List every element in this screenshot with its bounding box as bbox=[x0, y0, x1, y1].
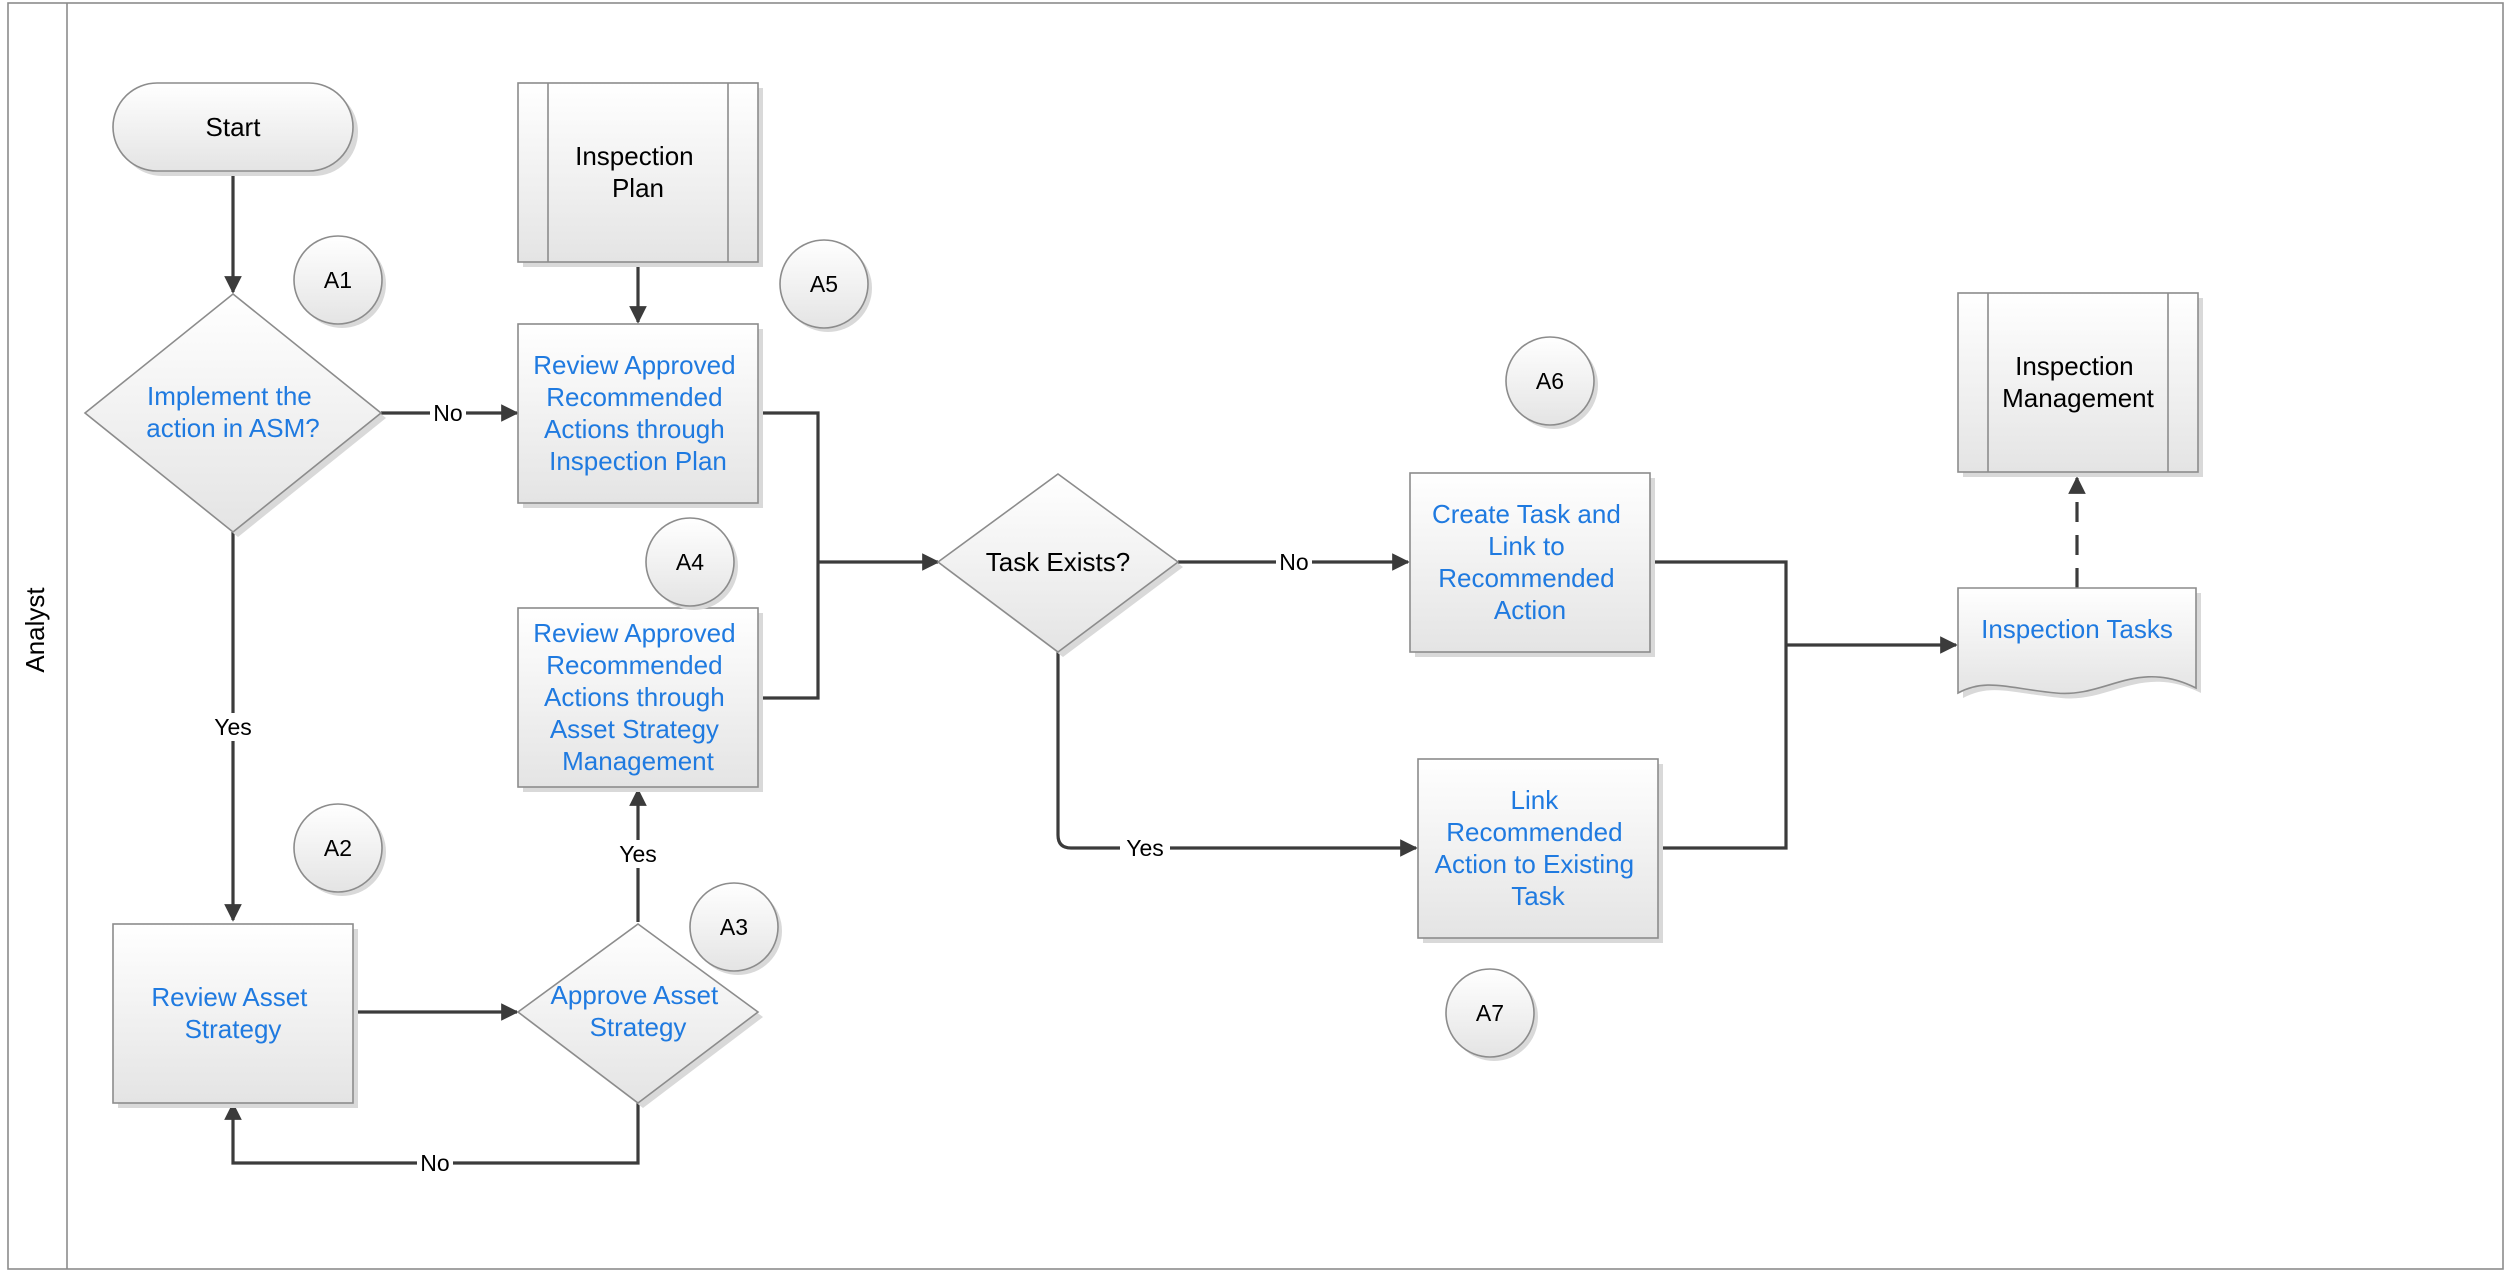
svg-text:A1: A1 bbox=[324, 267, 352, 293]
review-via-asm-label: Review Approved Recommended Actions thro… bbox=[533, 618, 743, 776]
connector-create-merge bbox=[1650, 560, 1788, 850]
edge-label-approve-no: No bbox=[420, 1150, 449, 1176]
review-asset-strategy-label: Review Asset Strategy bbox=[151, 982, 314, 1044]
edge-label-approve-yes: Yes bbox=[619, 841, 657, 867]
step-marker-a5: A5 bbox=[779, 239, 872, 332]
inspection-tasks-document: Inspection Tasks bbox=[1957, 587, 2201, 699]
edge-label-task-yes: Yes bbox=[1126, 835, 1164, 861]
step-markers: A1 A2 A3 A4 A5 A6 A7 bbox=[293, 235, 1598, 1061]
review-via-asm-box: Review Approved Recommended Actions thro… bbox=[517, 607, 763, 792]
svg-text:A6: A6 bbox=[1536, 368, 1564, 394]
step-marker-a6: A6 bbox=[1505, 336, 1598, 429]
create-task-label: Create Task and Link to Recommended Acti… bbox=[1432, 499, 1628, 625]
edge-label-implement-no: No bbox=[433, 400, 462, 426]
inspection-plan-label: Inspection Plan bbox=[575, 141, 701, 203]
connector-task-yes bbox=[1056, 652, 1418, 857]
decision-implement-in-asm: Implement the action in ASM? bbox=[83, 292, 386, 537]
svg-text:A5: A5 bbox=[810, 271, 838, 297]
link-existing-task-box: Link Recommended Action to Existing Task bbox=[1417, 758, 1663, 943]
connector-plan-review-merge bbox=[758, 411, 820, 700]
review-via-plan-label: Review Approved Recommended Actions thro… bbox=[533, 350, 743, 476]
create-task-box: Create Task and Link to Recommended Acti… bbox=[1409, 472, 1655, 657]
lane-label: Analyst bbox=[20, 587, 50, 673]
decision-approve-asset-strategy: Approve Asset Strategy bbox=[516, 923, 763, 1108]
decision-task-exists: Task Exists? bbox=[936, 473, 1183, 657]
step-marker-a1: A1 bbox=[293, 235, 386, 328]
edge-labels: No Yes Yes No No Yes bbox=[208, 399, 1312, 1177]
inspection-management-label: Inspection Management bbox=[2002, 351, 2155, 413]
inspection-tasks-label: Inspection Tasks bbox=[1981, 614, 2173, 644]
task-exists-label: Task Exists? bbox=[986, 547, 1131, 577]
approve-asset-strategy-label: Approve Asset Strategy bbox=[551, 980, 726, 1042]
step-marker-a2: A2 bbox=[293, 803, 386, 896]
svg-text:A4: A4 bbox=[676, 549, 704, 575]
decision-implement-label: Implement the action in ASM? bbox=[146, 381, 319, 443]
svg-text:A2: A2 bbox=[324, 835, 352, 861]
edge-label-task-no: No bbox=[1279, 549, 1308, 575]
link-existing-label: Link Recommended Action to Existing Task bbox=[1435, 785, 1642, 911]
inspection-plan-process: Inspection Plan bbox=[517, 82, 763, 267]
step-marker-a3: A3 bbox=[689, 882, 782, 975]
review-asset-strategy-box: Review Asset Strategy bbox=[112, 923, 358, 1108]
svg-text:A7: A7 bbox=[1476, 1000, 1504, 1026]
svg-text:A3: A3 bbox=[720, 914, 748, 940]
inspection-management-process: Inspection Management bbox=[1957, 292, 2203, 477]
step-marker-a4: A4 bbox=[645, 517, 738, 610]
start-terminator: Start bbox=[112, 82, 358, 176]
start-label: Start bbox=[206, 112, 262, 142]
review-via-inspection-plan-box: Review Approved Recommended Actions thro… bbox=[517, 323, 763, 508]
step-marker-a7: A7 bbox=[1445, 968, 1538, 1061]
edge-label-implement-yes: Yes bbox=[214, 714, 252, 740]
